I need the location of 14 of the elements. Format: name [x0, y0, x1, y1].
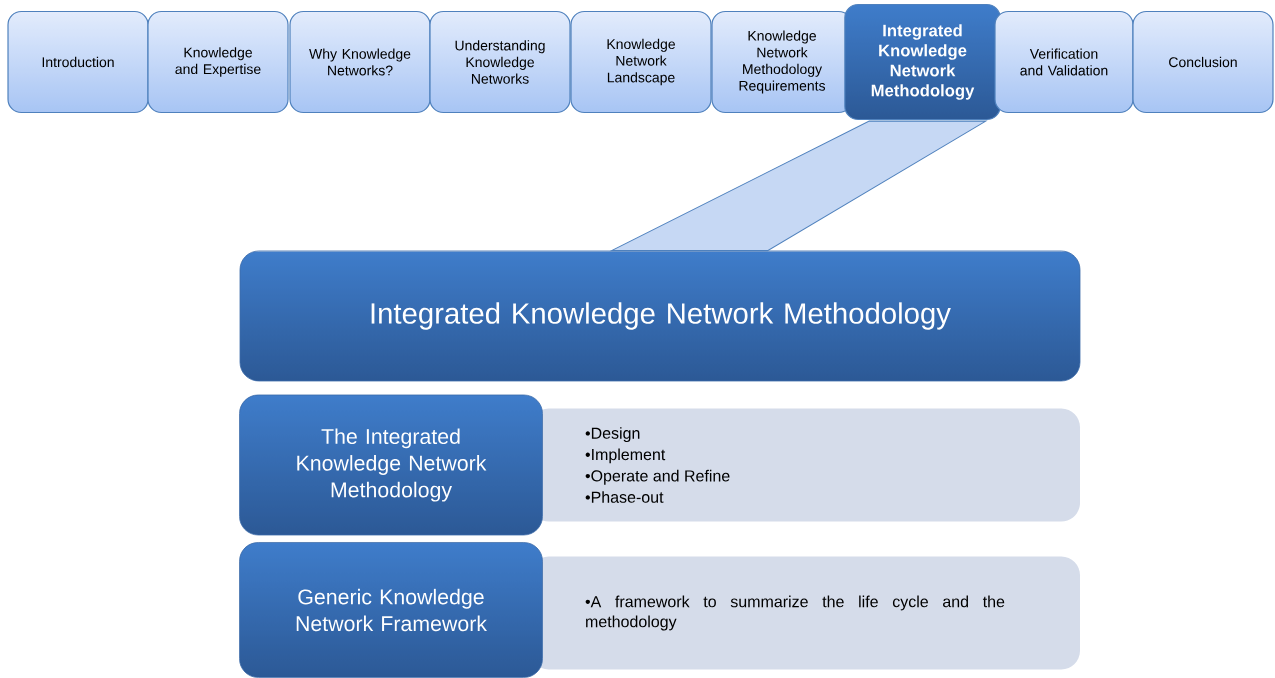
highlighted-tab-box: Integrated Knowledge Network Methodology [844, 3, 1001, 121]
bullet-panel: •A framework to summarize the life cycle and the methodology [530, 556, 1080, 670]
tab-box: Understanding Knowledge Networks [429, 10, 571, 114]
tab-box: Knowledge Network Landscape [570, 10, 712, 114]
heading-box: The Integrated Knowledge Network Methodology [239, 394, 543, 536]
bullet-panel: •Design •Implement •Operate and Refine •Phase-out [530, 408, 1080, 522]
tab-box: Knowledge Network Methodology Requirements [711, 10, 853, 114]
tab-box: Introduction [7, 10, 149, 114]
heading-box: Generic Knowledge Network Framework [239, 542, 543, 678]
title-box: Integrated Knowledge Network Methodology [239, 250, 1081, 382]
tab-box: Conclusion [1132, 10, 1274, 114]
tab-box: Verification and Validation [994, 10, 1134, 114]
tab-box: Why Knowledge Networks? [289, 10, 431, 114]
tab-box: Knowledge and Expertise [147, 10, 289, 114]
